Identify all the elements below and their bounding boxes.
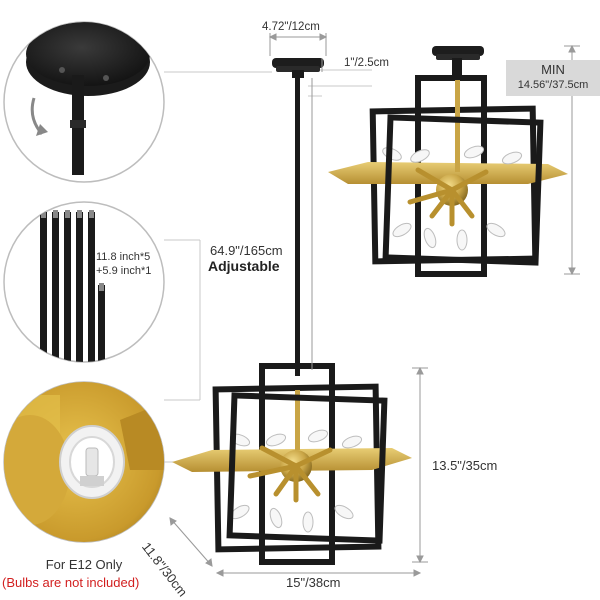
rods-long-label: 11.8 inch*5 — [96, 251, 151, 263]
canopy-height-label: 1"/2.5cm — [344, 57, 389, 69]
rotate-arrow-icon — [30, 97, 48, 136]
adjustable-label: Adjustable — [208, 258, 280, 274]
fixture-min-length — [328, 46, 568, 277]
fixture-height-label: 13.5"/35cm — [432, 458, 498, 473]
overall-height-label: 64.9"/165cm — [210, 243, 283, 258]
fixture-full-length — [172, 363, 412, 565]
socket-type-label: For E12 Only — [45, 557, 123, 572]
dimension-lines — [169, 33, 580, 577]
bulbs-not-included-label: (Bulbs are not included) — [2, 575, 140, 590]
rods-detail-circle — [3, 201, 165, 363]
canopy-diameter-label: 4.72"/12cm — [262, 21, 320, 33]
min-label: MIN — [541, 62, 565, 77]
canopy-detail-circle — [3, 21, 165, 183]
min-height-label: 14.56"/37.5cm — [517, 79, 589, 91]
suspension-rod — [295, 76, 300, 376]
socket-detail-circle — [3, 381, 165, 543]
ceiling-canopy — [272, 58, 324, 78]
min-height-badge — [506, 60, 600, 96]
width-label: 15"/38cm — [286, 575, 341, 590]
rods-short-label: +5.9 inch*1 — [96, 265, 152, 277]
